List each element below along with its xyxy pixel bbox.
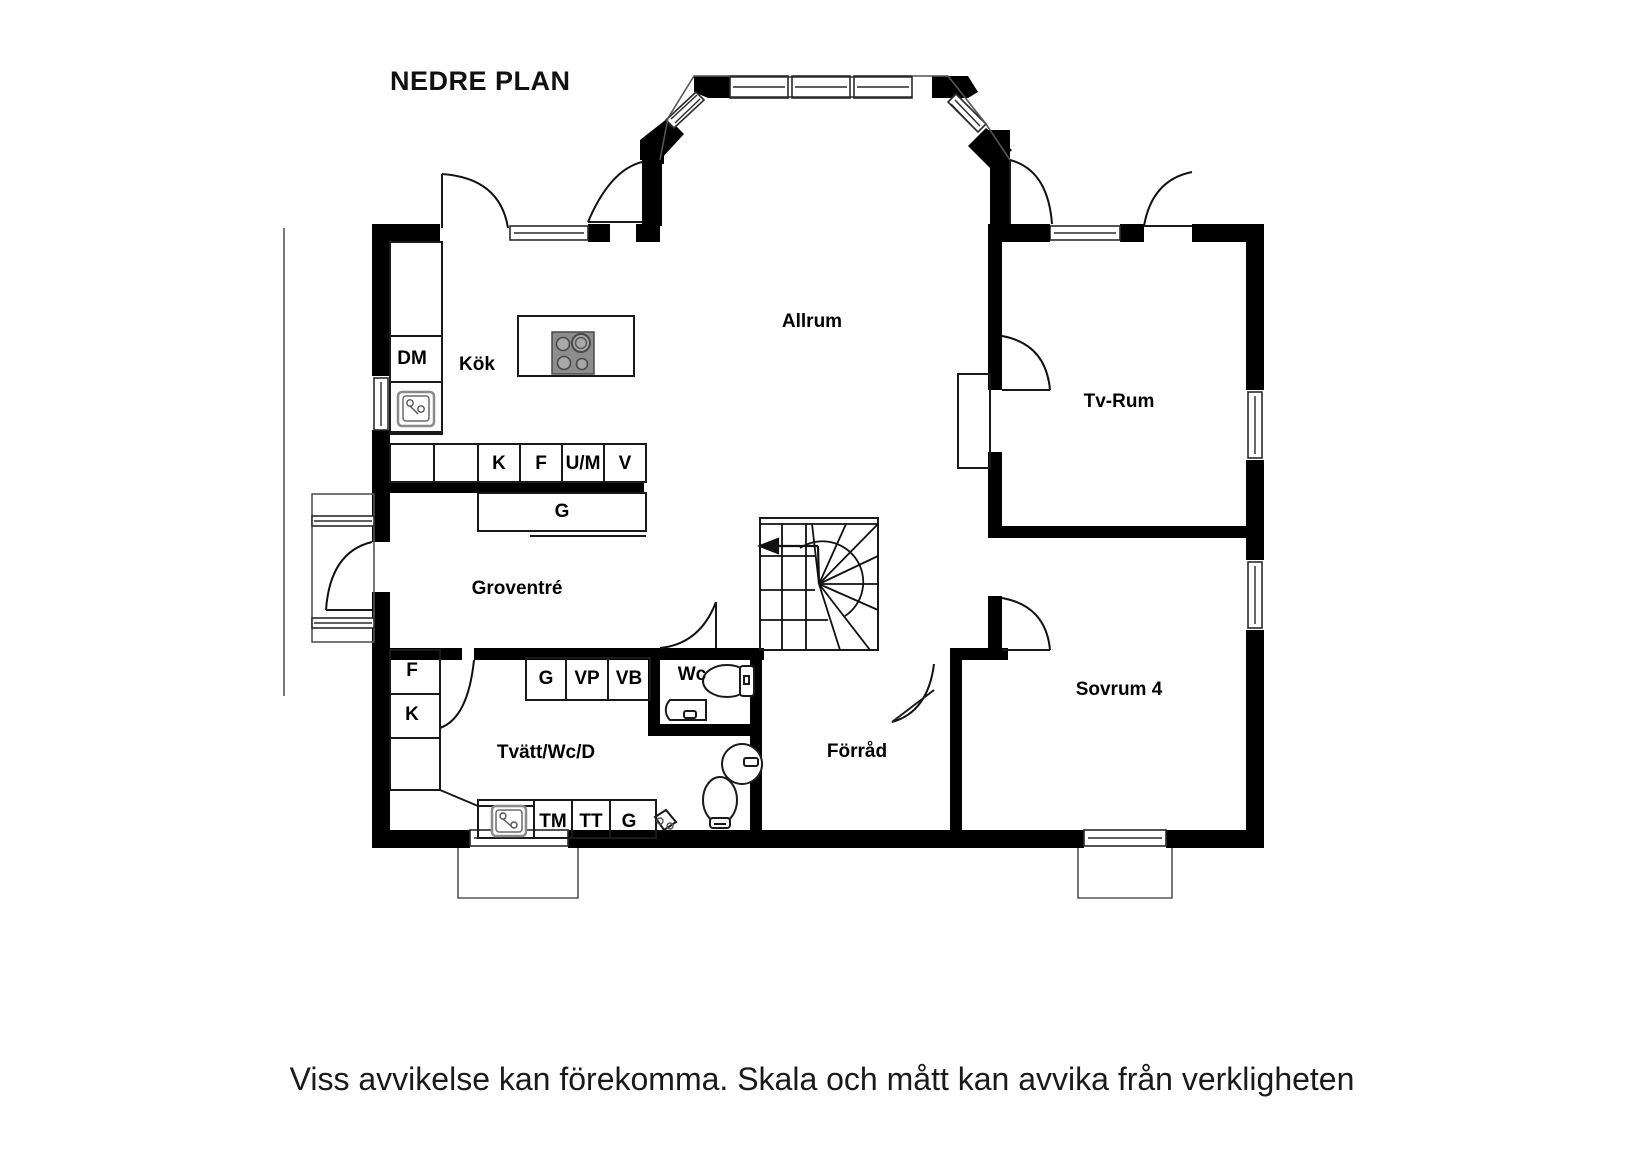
window-north-tvrum [1049,225,1121,241]
kitchen-sink-icon [396,390,436,428]
disclaimer-caption: Viss avvikelse kan förekomma. Skala och … [290,1061,1355,1097]
bay-window-assembly [640,75,1012,170]
room-label-forrad: Förråd [827,741,887,762]
cabinet-label-vp-laundry: VP [574,668,600,689]
cabinet-label-tt-laundry: TT [579,811,603,832]
cabinet-label-f-laundry: F [406,660,418,681]
room-label-tvrum: Tv-Rum [1084,391,1155,412]
room-label-tvatt: Tvätt/Wc/D [497,742,595,763]
window-south-tvatt [457,829,579,899]
cabinet-label-g-laundry-bottom: G [622,811,637,832]
cabinet-label-vb-laundry: VB [616,668,642,689]
room-label-kok: Kök [459,354,495,375]
cabinet-label-dm: DM [397,348,427,369]
window-south-sovrum4 [1077,829,1173,899]
room-label-sovrum4: Sovrum 4 [1076,679,1163,700]
wc-fittings [664,664,755,721]
door-tvrum-north [1143,171,1193,227]
window-west-entry-lower [311,617,375,629]
interior-walls [389,224,1246,836]
wc-washbasin-icon [664,699,707,721]
cabinet-label-v-kitchen: V [619,453,632,474]
door-allrum-sovrum4 [1001,597,1051,651]
room-labels: Kök Allrum Tv-Rum Groventré Tvätt/Wc/D W… [459,311,1163,763]
window-east-tvrum [1247,391,1263,459]
page-title: NEDRE PLAN [390,66,571,96]
door-swings [439,159,1193,729]
room-label-allrum: Allrum [782,311,842,332]
bay-window-diagonal-right [946,92,988,134]
cabinet-label-um-kitchen: U/M [566,453,601,474]
door-allrum-bay-left [587,161,643,223]
wc-toilet-icon [702,664,755,698]
stove-icon [551,331,595,375]
cabinet-label-k-laundry: K [405,704,419,725]
tvatt-washbasin-icon [721,743,763,785]
window-west-kok [373,377,389,431]
door-kok-north [441,173,509,229]
tvatt-toilet-icon [702,776,738,829]
door-forrad [891,663,935,723]
laundry-fittings [389,649,763,839]
floor-drain-icon [653,808,678,832]
bay-window-diagonal-left [664,90,706,130]
bay-window-segment-1 [729,75,789,99]
door-wc [659,601,717,649]
kitchen-fittings [389,315,647,537]
window-east-sovrum4 [1247,561,1263,629]
laundry-sink-icon [490,804,528,838]
west-entry-porch [283,228,375,696]
bay-window-segment-3 [853,75,913,99]
door-allrum-tvrum-upper [1001,335,1051,391]
room-label-groventre: Groventré [472,578,563,599]
cabinet-label-g-laundry-top: G [539,668,554,689]
bay-window-segment-2 [791,75,851,99]
cabinet-label-g-kitchen: G [555,501,570,522]
cabinet-label-k-kitchen: K [492,453,506,474]
window-north-kok [509,225,589,241]
cabinet-labels: DM K F U/M V G F K G VP VB TM TT G [397,348,642,832]
cabinet-label-tm-laundry: TM [539,811,566,832]
cabinet-label-f-kitchen: F [535,453,547,474]
door-allrum-bay-right [1009,159,1053,225]
door-groventre-tvatt [439,659,475,729]
room-label-wc: Wc [678,664,707,685]
staircase [756,517,879,651]
window-west-entry-upper [311,515,375,527]
